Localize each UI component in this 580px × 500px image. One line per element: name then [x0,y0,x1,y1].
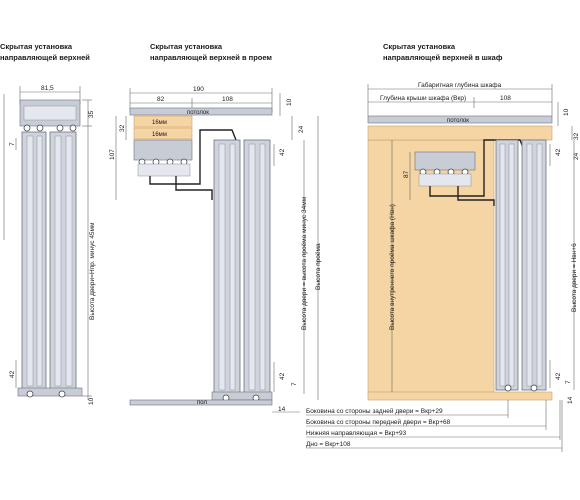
diagram3-ceiling-label: потолок [447,118,469,124]
diagram2-dim-14: 14 [278,406,286,413]
diagram2-floor-label: пол [197,400,207,406]
diagram3-title-line2: направляющей верхней в шкаф [383,53,503,62]
diagram2-board-1-label: 16мм [152,120,167,126]
diagram3-dim-87: 87 [403,170,410,178]
diagram2-dim-10: 10 [286,98,293,106]
diagram3-inner-height-label: Высота внутреннего проёма шкафа (Hвн) [389,204,396,330]
diagram-concealed-top-rail: Скрытая установка направляющей верхней 8… [0,42,96,405]
diagram2-bottom-rail [211,391,273,401]
diagram1-width-label: 81,5 [41,85,54,92]
diagram-concealed-top-rail-in-wardrobe: Скрытая установка направляющей верхней в… [306,42,580,452]
diagram3-wardrobe-bottom [367,391,553,401]
diagram3-dim-7: 7 [565,380,572,384]
diagram2-dim-24: 24 [298,125,305,133]
diagram1-dim-42: 42 [9,370,16,378]
diagram3-roof-depth-label: Глубина крыши шкафа (Вкр) [380,94,466,102]
diagram3-top-rail [414,151,476,171]
diagram2-dim-107: 107 [109,149,116,160]
diagram2-floor [129,399,273,406]
diagram3-bottom-label: Дно = Вкр+108 [306,441,351,448]
diagram3-dim-10: 10 [563,108,570,116]
diagram2-opening-height-label: Высота проёма [315,243,322,290]
diagram3-bracket-front [457,186,495,206]
diagram2-door-front [243,139,271,395]
diagram3-dim-42-top: 42 [555,148,562,156]
diagram2-bracket-front [175,176,213,200]
diagram1-dim-10: 10 [88,397,95,405]
diagram3-dim-108: 108 [500,95,511,102]
diagram3-dim-14: 14 [567,396,574,404]
diagram1-door-height-label: Высота двери=Нпр. минус 45мм [89,222,96,320]
diagram3-side-back-label: Боковина со стороны задней двери = Вкр+2… [306,407,443,415]
diagram2-dim-190: 190 [193,86,204,93]
diagram3-dim-32: 32 [573,132,580,140]
diagram3-bottom-rail-label: Нижняя направляющая = Вкр+93 [306,430,407,437]
diagram2-ceiling [129,107,273,116]
diagram2-dim-108: 108 [222,96,233,103]
diagram3-bracket-back [429,139,525,197]
diagram3-ceiling [367,115,553,124]
diagram2-bracket-back [149,129,237,185]
diagram2-top-rail [133,139,193,161]
diagram2-dim-82: 82 [157,96,165,103]
diagram2-dim-32: 32 [119,124,126,132]
diagram1-bottom-rail [17,387,83,397]
diagram1-title-line1: Скрытая установка [0,42,73,51]
diagram2-board-2 [133,127,193,140]
diagram3-overall-depth-label: Габаритная глубина шкафа [418,81,502,89]
diagram3-dim-24: 24 [573,152,580,160]
diagram3-title-line1: Скрытая установка [383,42,456,51]
diagram2-ceiling-label: потолок [187,110,209,116]
diagram3-side-front-label: Боковина со стороны передней двери = Вкр… [306,418,451,426]
diagram2-title-line1: Скрытая установка [150,42,223,51]
diagram3-door-height-label: Высота двери = Hвн+6 [571,243,578,312]
diagram1-dim-35: 35 [88,110,95,118]
diagram-concealed-top-rail-in-opening: Скрытая установка направляющей верхней в… [109,42,322,413]
diagram2-dim-42-top: 42 [279,148,286,156]
diagram2-board-2-label: 16мм [152,132,167,138]
diagram1-title-line2: направляющей верхней [0,53,90,62]
diagram3-dim-42-bottom: 42 [555,372,562,380]
diagram1-dim-7: 7 [9,142,16,146]
diagram1-door-back [21,131,47,391]
diagram2-dim-7: 7 [291,382,298,386]
diagram2-door-back [213,139,241,395]
diagram2-door-height-label: Высота двери = высота проёма минус 34мм [301,196,308,330]
diagram2-dim-42-bottom: 42 [279,372,286,380]
diagram2-board-1 [133,115,193,128]
diagram3-door-back [495,139,519,391]
diagram2-title-line2: направляющей верхней в проем [150,53,272,62]
diagram3-door-front [521,139,547,391]
diagram3-wardrobe-roof [367,125,553,141]
